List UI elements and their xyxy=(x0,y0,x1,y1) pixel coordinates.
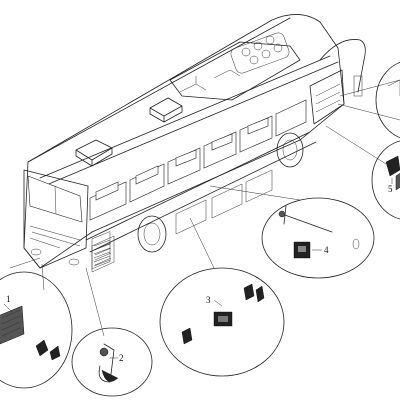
windshield-divider xyxy=(54,185,57,215)
luggage-bays xyxy=(175,169,273,235)
bus-illustration xyxy=(23,14,366,273)
detail-bubble-1: 1 xyxy=(0,271,73,389)
callout-3: 3 xyxy=(206,295,211,305)
front-grille xyxy=(29,225,81,249)
detail-bubble-2: 2 xyxy=(71,327,153,397)
bubble-rear-part xyxy=(387,79,400,96)
bubble-3-latch-c xyxy=(255,285,265,303)
bubble-1-outline xyxy=(0,271,73,389)
bubble-rear-outline xyxy=(375,61,400,139)
roof-hatch-middle xyxy=(149,97,183,123)
bubble-1-clip-b xyxy=(49,345,61,361)
leader-2 xyxy=(85,267,105,337)
upper-windows xyxy=(95,117,269,201)
bubble-5-latch xyxy=(385,155,400,177)
bus-body-outline xyxy=(23,14,345,269)
bubble-2-pivot xyxy=(99,347,109,357)
bus-rear-panel xyxy=(309,69,345,125)
bubble-4-keyhole xyxy=(298,246,306,252)
bubble-5-outline xyxy=(371,140,400,220)
side-vent-grille xyxy=(91,235,115,273)
leader-3 xyxy=(189,217,215,269)
bubble-3-lock-slot xyxy=(218,316,228,322)
rear-wheel xyxy=(276,132,304,168)
bubble-3-latch-b xyxy=(243,283,255,301)
skirt-line xyxy=(85,131,317,253)
roof-ac-panel-lines xyxy=(179,69,241,93)
bubble-1-pointer xyxy=(3,303,13,313)
bubble-4-rod xyxy=(281,213,333,233)
rear-view-mirror xyxy=(319,39,366,93)
detail-bubble-5: 5 xyxy=(371,140,400,220)
leader-4 xyxy=(209,185,301,201)
bubble-4-outline xyxy=(261,197,375,279)
bubble-2-spring xyxy=(101,369,119,382)
bubble-3-pointer xyxy=(213,299,223,307)
bus-front xyxy=(23,169,89,269)
callout-5: 5 xyxy=(388,184,393,194)
callout-1: 1 xyxy=(6,294,11,304)
callout-4: 4 xyxy=(324,245,329,255)
bubble-3-latch-a xyxy=(181,327,193,345)
windshield xyxy=(27,175,83,223)
side-windows xyxy=(89,99,307,221)
bubble-3-outline xyxy=(159,267,285,377)
callout-2: 2 xyxy=(119,353,124,363)
roof-ac-unit xyxy=(169,41,301,101)
leader-lines xyxy=(9,79,400,337)
bubble-1-panel-lines xyxy=(1,309,21,337)
front-wheel xyxy=(137,215,167,253)
detail-bubble-rear xyxy=(375,61,400,139)
headlight-left xyxy=(30,248,42,256)
bubble-4-bracket xyxy=(283,205,287,225)
leader-rear xyxy=(337,79,400,121)
leader-1 xyxy=(9,257,45,291)
detail-bubble-4: 4 xyxy=(261,197,375,279)
bubble-2-outline xyxy=(71,327,153,397)
bubble-2-hinge xyxy=(98,343,115,383)
leader-5 xyxy=(325,125,387,165)
rear-panel-lines xyxy=(315,83,341,113)
roof-hatch-front xyxy=(75,139,113,167)
bubble-1-panel xyxy=(0,305,25,345)
headlight-right xyxy=(68,258,80,266)
roof-ac-grille xyxy=(230,32,290,74)
bubble-1-clip-a xyxy=(35,339,49,357)
bubble-5-catch xyxy=(395,173,400,191)
bubble-4-washer xyxy=(352,238,360,250)
detail-bubble-3: 3 xyxy=(159,267,285,377)
mirror-head xyxy=(353,75,363,97)
bubble-4-rod-end xyxy=(278,210,286,218)
